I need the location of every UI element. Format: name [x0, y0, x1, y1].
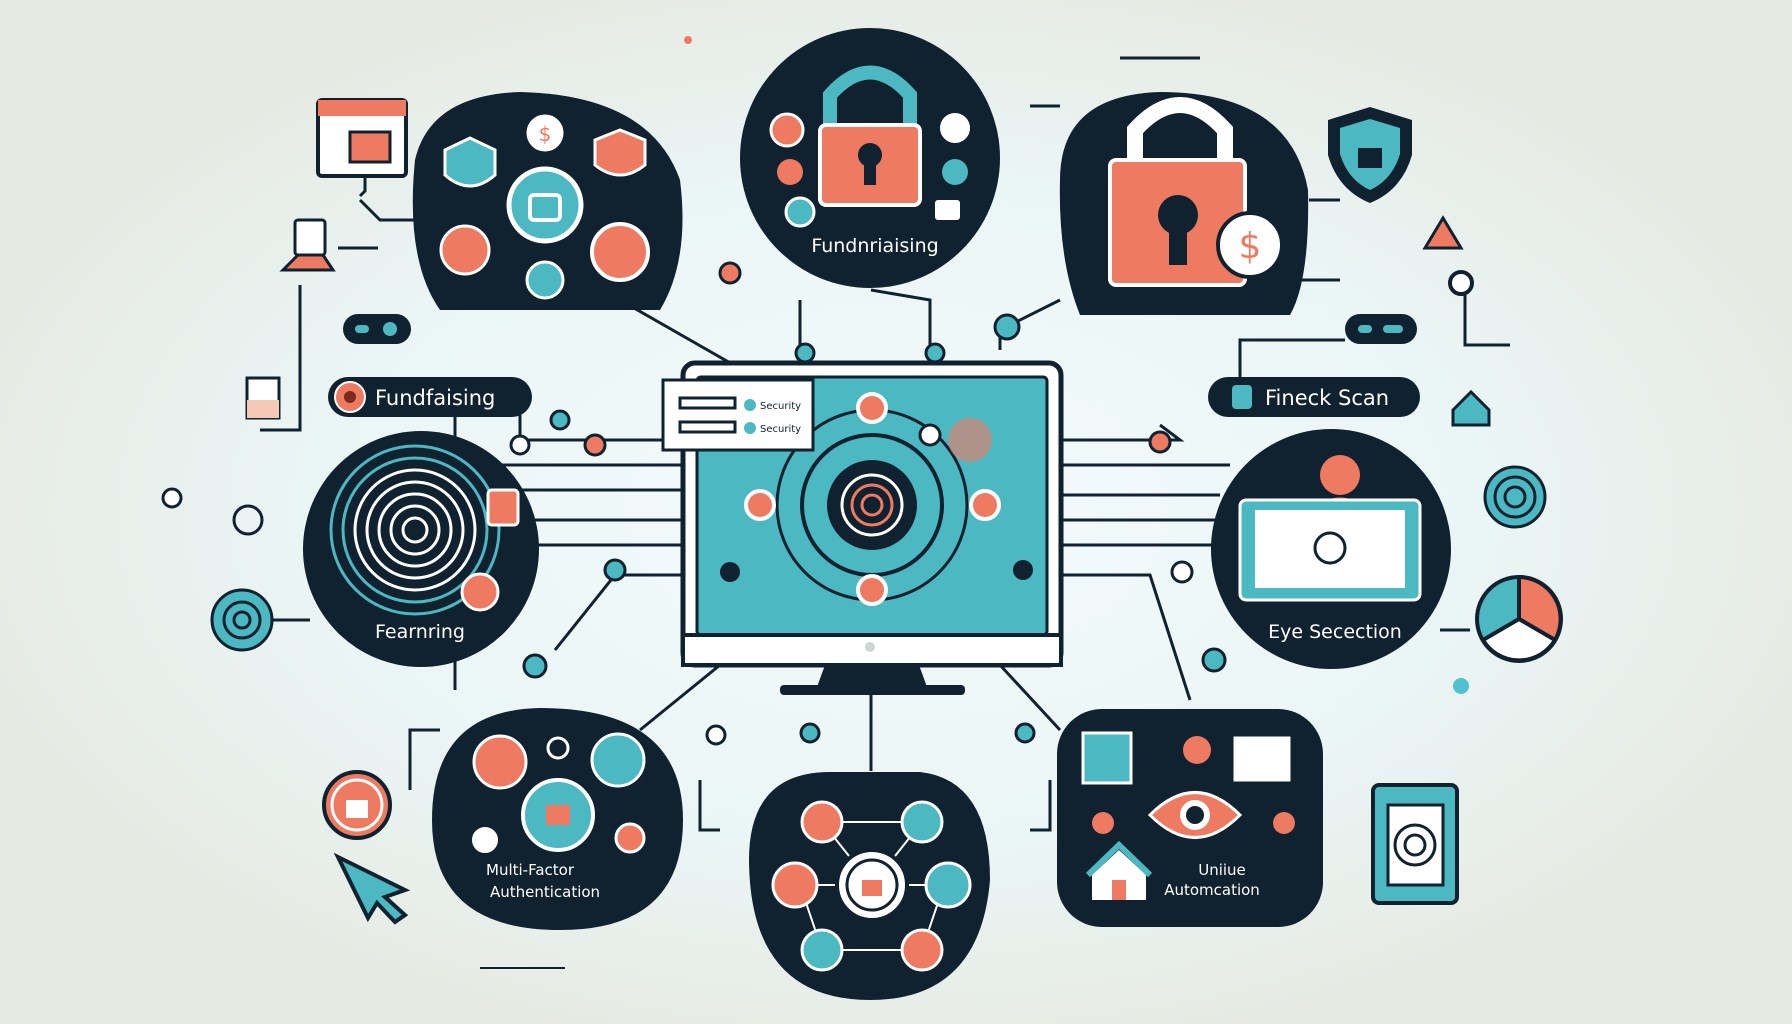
lock-icon — [818, 65, 922, 207]
pill-label: Fineck Scan — [1265, 386, 1389, 410]
security-icons-cluster: $ — [412, 92, 683, 310]
secure-payment-node: $ — [1059, 92, 1309, 315]
fingerprint-icon — [329, 444, 501, 616]
node-label: Uniiue — [1198, 861, 1246, 879]
fingerprint-node: Fearnring — [303, 431, 539, 667]
fundraising-lock-node: Fundnriaising — [740, 28, 1000, 288]
svg-text:$: $ — [1239, 226, 1262, 267]
popup-window: Security Security — [661, 378, 815, 452]
pie-chart-icon — [1475, 574, 1563, 663]
shield-icon — [593, 128, 647, 177]
connector-nodes — [161, 261, 1474, 746]
toggle-pill-left — [343, 314, 411, 344]
multi-factor-node: Multi-Factor Authentication — [432, 708, 683, 930]
fundraising-pill: Fundfaising — [328, 377, 532, 417]
cursor-icon — [333, 852, 411, 925]
node-label: Multi-Factor — [486, 861, 575, 879]
node-label: Eye Secection — [1268, 621, 1402, 643]
dollar-icon — [523, 111, 567, 155]
svg-text:$: $ — [539, 122, 552, 146]
node-label: Fearnring — [375, 621, 465, 643]
pill-label: Fundfaising — [375, 386, 495, 410]
node-label: Automcation — [1164, 881, 1260, 899]
browser-window-icon — [245, 98, 408, 420]
home-icon — [1085, 840, 1153, 900]
shield-icon — [443, 136, 497, 188]
eye-icon — [1147, 791, 1243, 839]
eye-detection-node: Eye Secection — [1211, 429, 1451, 669]
shield-lock-icon — [1328, 107, 1464, 250]
network-lock-node — [749, 772, 990, 1000]
node-label: Fundnriaising — [811, 235, 938, 257]
fingerprint-card-icon — [1371, 783, 1459, 905]
toggle-pill-right — [1345, 314, 1417, 344]
lock-icon — [590, 732, 646, 788]
popup-item: Security — [760, 424, 801, 435]
home-lock-icon — [1451, 389, 1491, 427]
eye-icon — [590, 222, 650, 282]
lock-icon — [506, 166, 584, 244]
popup-item: Security — [760, 401, 801, 412]
fingerprint-icon — [840, 473, 904, 537]
unique-automation-node: Uniiue Automcation — [1057, 709, 1323, 927]
lock-icon — [486, 488, 520, 527]
lock-badge-icon — [322, 770, 392, 840]
fingerprint-scan-pill: Fineck Scan — [1208, 377, 1420, 417]
dollar-icon — [1216, 211, 1284, 279]
node-label: Authentication — [490, 883, 600, 901]
fingerprint-icon — [210, 465, 1547, 652]
central-monitor: Security Security — [661, 360, 1064, 695]
decor-dashes — [338, 36, 1330, 969]
